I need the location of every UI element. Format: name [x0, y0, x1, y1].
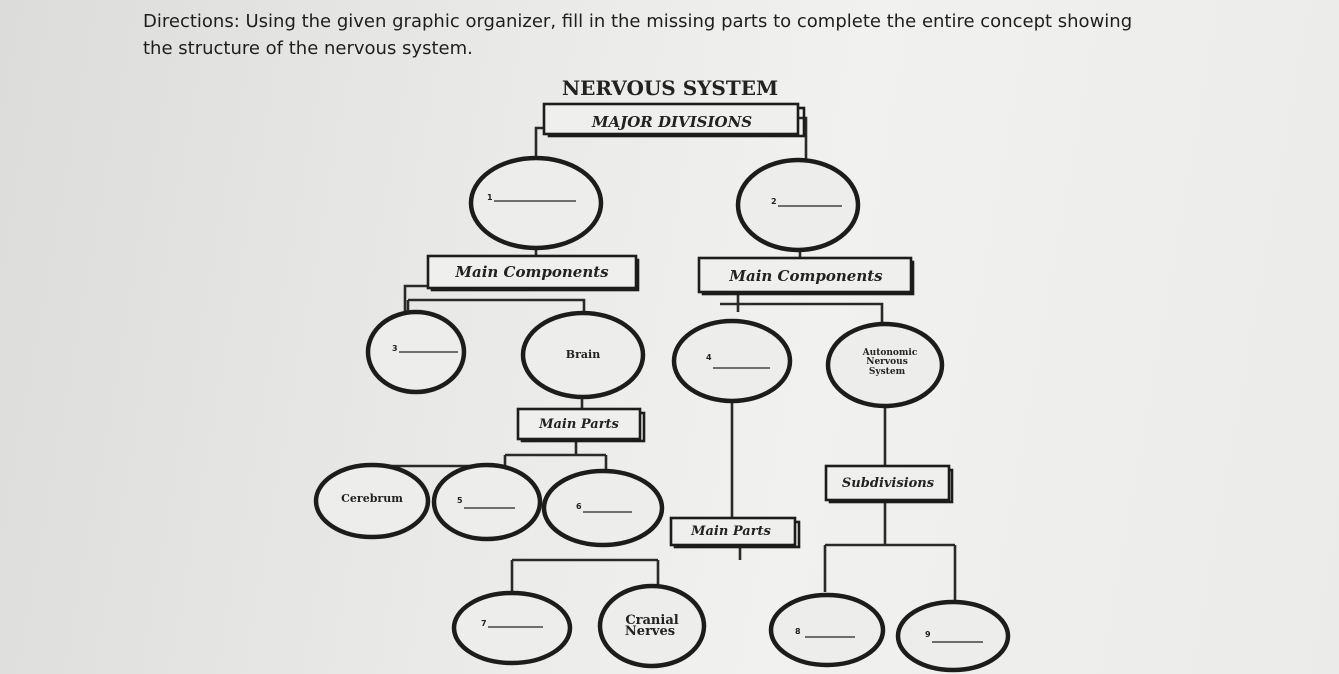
blank-number-6: 6 — [576, 502, 582, 511]
blank-number-9: 9 — [925, 630, 931, 639]
blank-number-1: 1 — [487, 193, 493, 202]
major-divisions-label: MAJOR DIVISIONS — [591, 113, 752, 131]
cerebrum-label: Cerebrum — [341, 492, 403, 505]
main-parts-pns-label: Main Parts — [690, 524, 771, 539]
cranial-label-line1: Cranial — [625, 613, 678, 628]
blank-number-7: 7 — [481, 619, 487, 628]
blank-oval-6: 6 — [541, 468, 665, 548]
cranial-nerves-oval: Cranial Nerves — [597, 583, 707, 669]
brain-oval: Brain — [520, 310, 646, 400]
blank-number-4: 4 — [706, 353, 712, 362]
ans-label-line3: System — [869, 367, 906, 377]
main-components-box-left: Main Components — [426, 254, 640, 292]
blank-number-3: 3 — [392, 344, 398, 353]
blank-oval-7: 7 — [451, 590, 573, 666]
blank-number-8: 8 — [795, 627, 801, 636]
main-components-left-label: Main Components — [454, 263, 609, 281]
ans-label-line2: Nervous — [866, 357, 908, 367]
blank-oval-1: 1 — [468, 155, 604, 251]
blank-number-5: 5 — [457, 496, 463, 505]
blank-oval-9: 9 — [895, 599, 1011, 673]
blank-oval-5: 5 — [431, 462, 543, 542]
subdivisions-box: Subdivisions — [824, 464, 954, 504]
cerebrum-oval: Cerebrum — [313, 462, 431, 540]
main-parts-brain-label: Main Parts — [538, 417, 619, 432]
subdivisions-label: Subdivisions — [842, 476, 935, 491]
blank-oval-2: 2 — [735, 157, 861, 253]
diagram-title: NERVOUS SYSTEM — [562, 76, 778, 100]
cranial-label-line2: Nerves — [625, 624, 675, 639]
blank-oval-3: 3 — [365, 309, 467, 395]
directions-text: Directions: Using the given graphic orga… — [143, 11, 1133, 59]
major-divisions-box: MAJOR DIVISIONS — [542, 102, 806, 138]
main-components-right-label: Main Components — [728, 267, 883, 285]
connector-lines — [363, 116, 957, 610]
main-parts-box-pns: Main Parts — [669, 516, 801, 549]
blank-oval-4: 4 — [671, 318, 793, 404]
autonomic-nervous-system-oval: Autonomic Nervous System — [825, 321, 945, 409]
blank-number-2: 2 — [771, 197, 777, 206]
main-components-box-right: Main Components — [697, 256, 915, 296]
ans-label-line1: Autonomic — [862, 348, 918, 358]
main-parts-box-brain: Main Parts — [516, 407, 646, 443]
blank-oval-8: 8 — [768, 592, 886, 668]
brain-label: Brain — [566, 348, 600, 361]
